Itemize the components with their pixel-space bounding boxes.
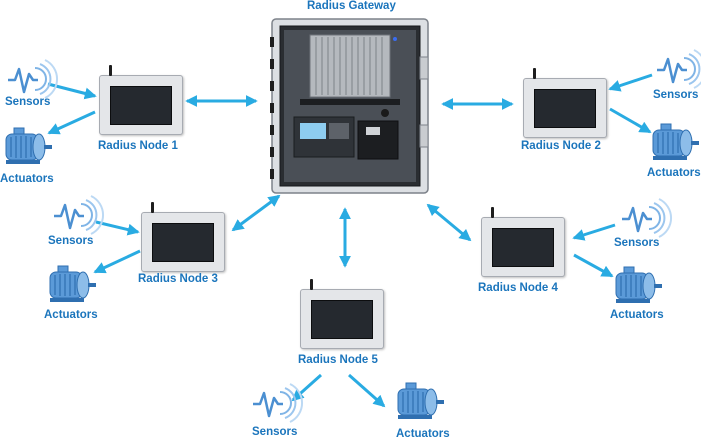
link-gateway-node4	[426, 203, 472, 242]
enclosure-icon	[270, 18, 429, 194]
wireless-sensor-icon	[6, 58, 59, 100]
node-5-sensors-label: Sensors	[252, 426, 298, 438]
electric-motor-icon	[5, 127, 53, 165]
gateway-title: Radius Gateway	[307, 0, 396, 12]
link-sensors-node2	[608, 73, 653, 92]
antenna-icon	[109, 65, 112, 76]
antenna-icon	[151, 202, 154, 213]
node-5-actuators-label: Actuators	[396, 428, 450, 440]
link-node3-actuators	[93, 249, 141, 274]
node-3-sensors-label: Sensors	[48, 235, 94, 247]
electric-motor-icon	[397, 382, 445, 420]
link-node5-sensors	[291, 373, 322, 402]
radius-node-4	[481, 207, 565, 277]
wireless-sensor-icon	[251, 382, 304, 424]
node-4-label: Radius Node 4	[478, 282, 558, 294]
node-4-actuators-label: Actuators	[610, 309, 664, 321]
electric-motor-icon	[615, 266, 663, 304]
hmi-panel-icon	[492, 228, 554, 267]
link-node3-gateway	[231, 194, 281, 232]
node-2-sensors-label: Sensors	[653, 89, 699, 101]
electric-motor-icon	[652, 123, 700, 161]
radius-node-5	[300, 279, 384, 349]
radius-node-2	[523, 68, 607, 138]
hmi-panel-icon	[110, 86, 172, 125]
antenna-icon	[533, 68, 536, 79]
radius-gateway	[270, 17, 430, 195]
node-4-sensors-label: Sensors	[614, 237, 660, 249]
link-node4-actuators	[573, 253, 614, 278]
link-node5-actuators	[348, 373, 386, 408]
antenna-icon	[491, 207, 494, 218]
hmi-panel-icon	[311, 300, 373, 339]
hmi-panel-icon	[534, 89, 596, 128]
antenna-icon	[310, 279, 313, 290]
node-3-label: Radius Node 3	[138, 273, 218, 285]
wireless-sensor-icon	[620, 197, 673, 239]
link-sensors-node4	[572, 223, 616, 241]
radius-node-1	[99, 65, 183, 135]
node-1-sensors-label: Sensors	[5, 96, 51, 108]
hmi-panel-icon	[152, 223, 214, 262]
electric-motor-icon	[49, 265, 97, 303]
wireless-sensor-icon	[52, 194, 105, 236]
link-node2-actuators	[609, 107, 652, 134]
node-1-label: Radius Node 1	[98, 140, 178, 152]
node-3-actuators-label: Actuators	[44, 309, 98, 321]
link-node1-actuators	[47, 110, 96, 135]
node-2-actuators-label: Actuators	[647, 167, 701, 179]
wireless-sensor-icon	[655, 48, 701, 90]
node-1-actuators-label: Actuators	[0, 173, 54, 185]
node-2-label: Radius Node 2	[521, 140, 601, 152]
radius-node-3	[141, 202, 225, 272]
link-sensors-node3	[95, 220, 140, 236]
node-5-label: Radius Node 5	[298, 354, 378, 366]
